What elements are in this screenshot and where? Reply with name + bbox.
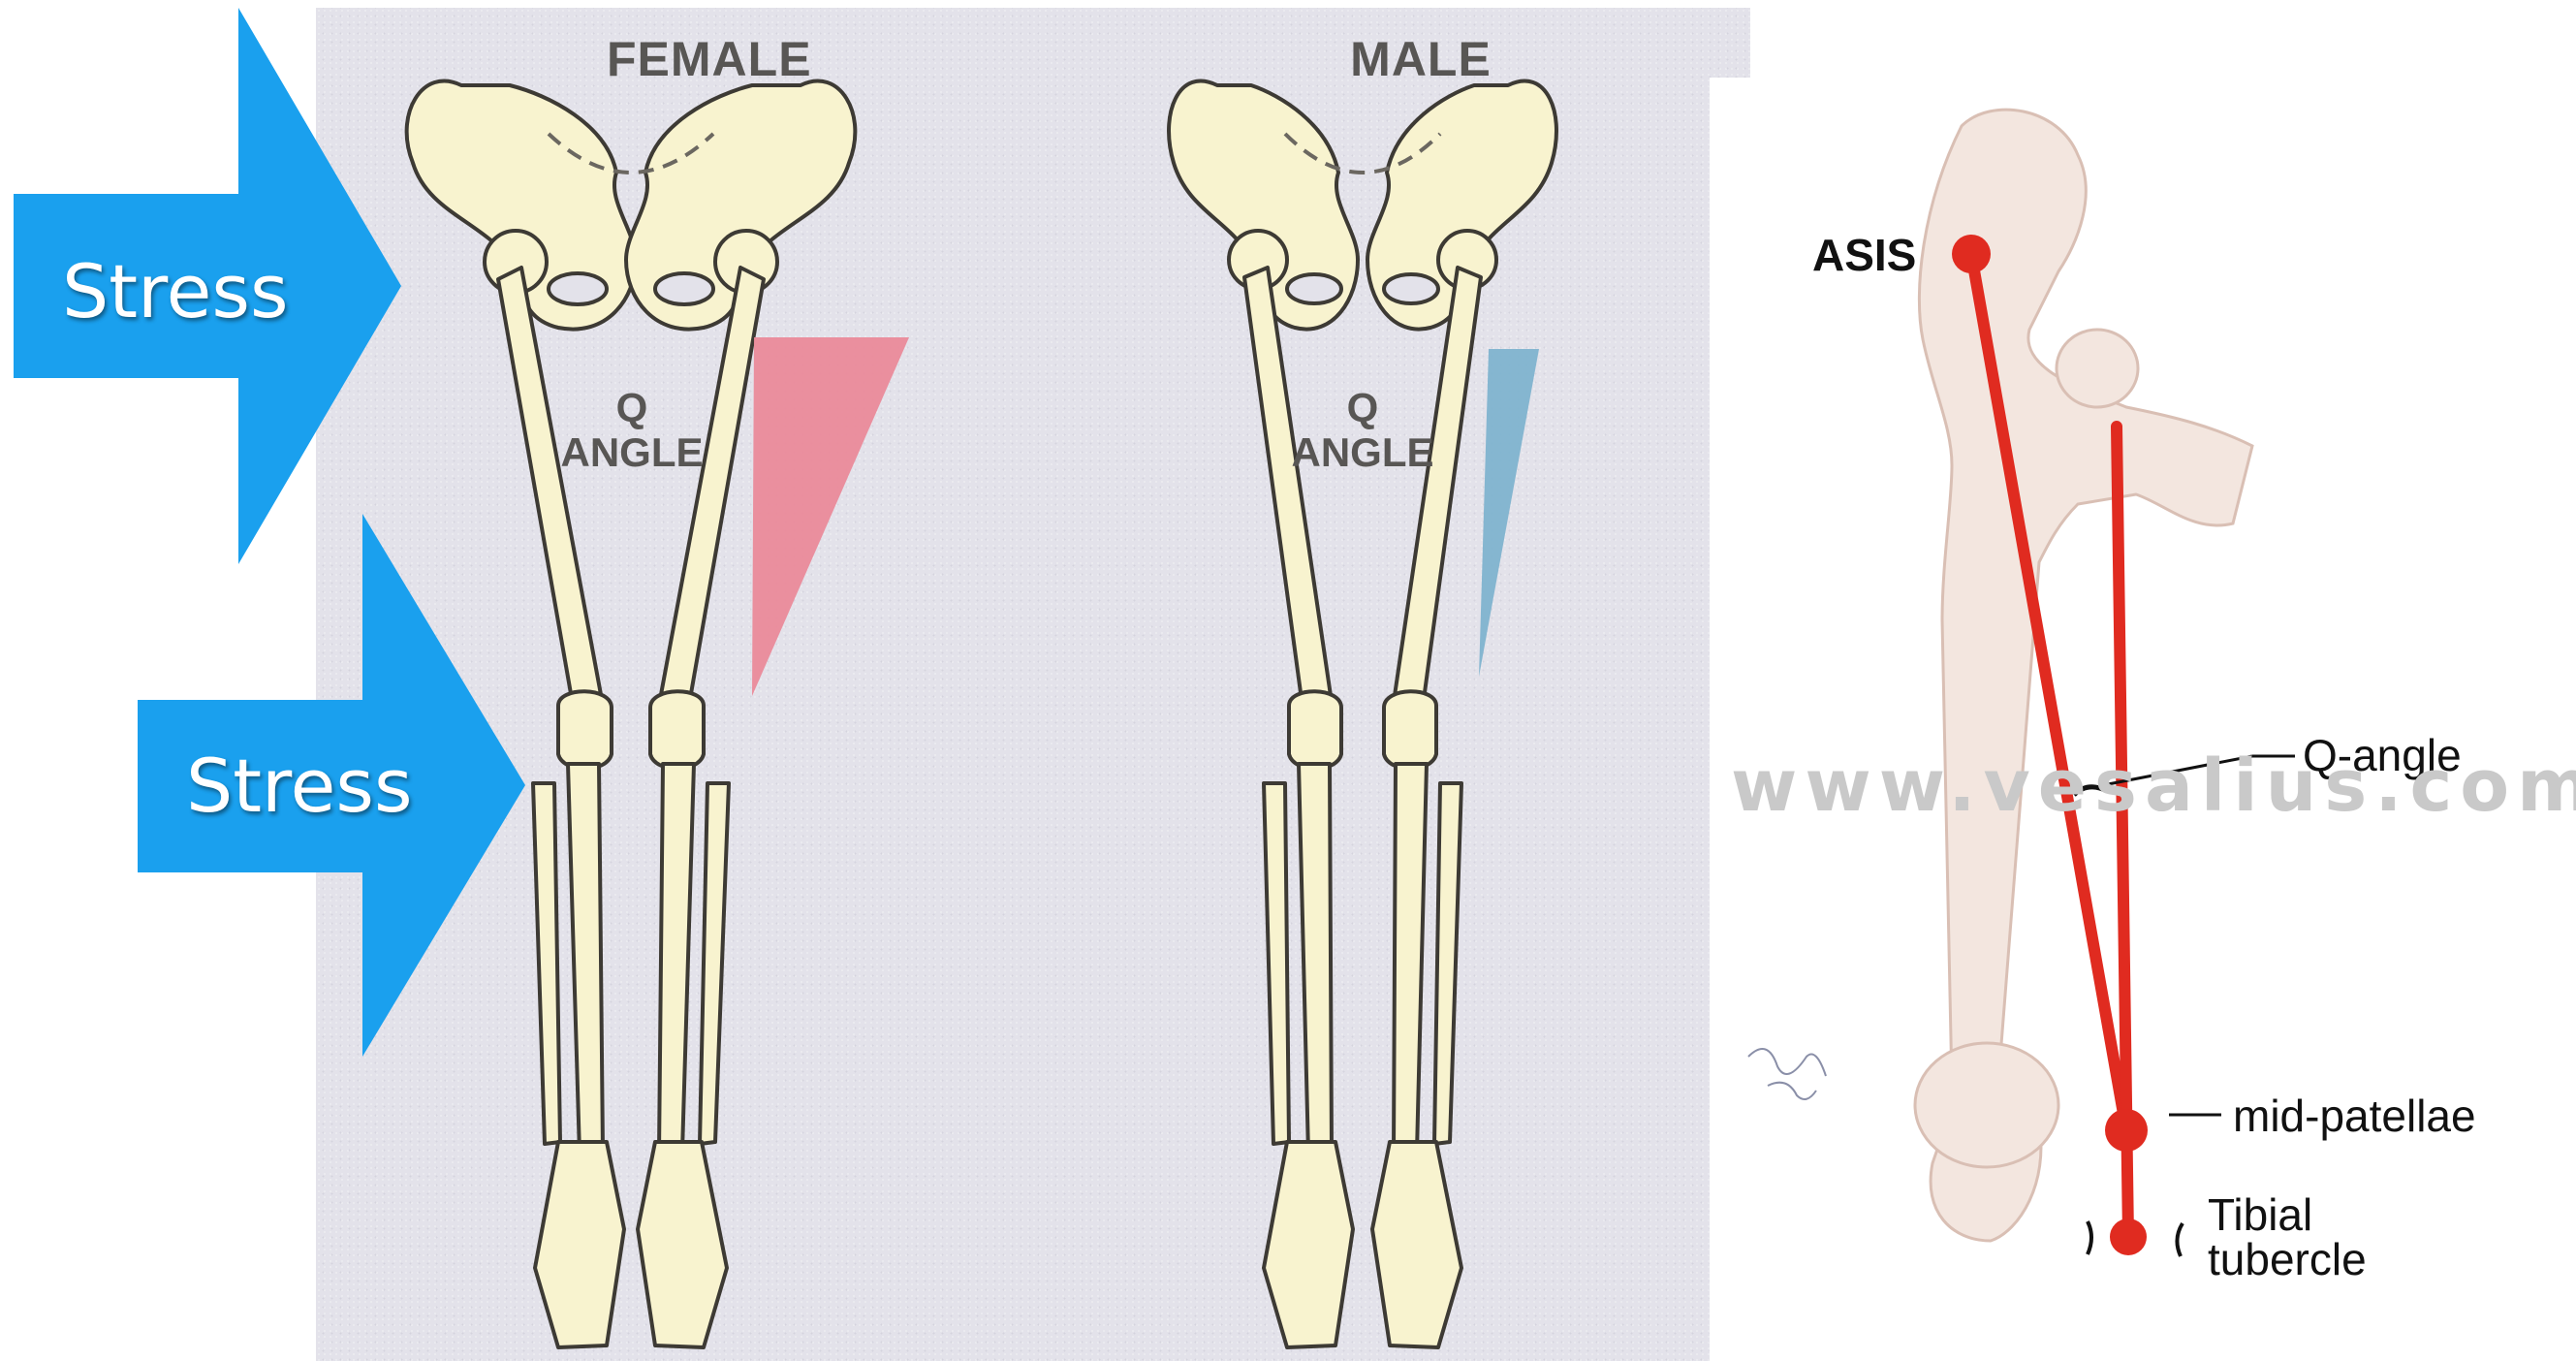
male-q-angle-wedge xyxy=(1479,349,1539,677)
stress-label-upper: Stress xyxy=(62,248,289,334)
tibial-tubercle-label: Tibial tubercle xyxy=(2208,1192,2367,1282)
legs-skeleton-illustration xyxy=(316,8,1750,1361)
tibial-tubercle-point xyxy=(2110,1219,2147,1255)
stress-arrow-lower: Stress xyxy=(138,514,525,1057)
mid-patellae-point xyxy=(2105,1109,2148,1152)
female-q-angle-label: Q ANGLE xyxy=(554,386,709,475)
stress-arrow-upper: Stress xyxy=(14,8,401,564)
femur-q-angle-panel: ASIS Q-angle mid-patellae Tibial tubercl… xyxy=(1710,78,2576,1361)
female-q-angle-wedge xyxy=(752,337,909,696)
skeleton-comparison-panel: FEMALE MALE Q ANGLE Q ANGLE xyxy=(316,8,1750,1361)
artist-signature xyxy=(1748,1049,1826,1099)
male-q-angle-label: Q ANGLE xyxy=(1285,386,1440,475)
stress-label-lower: Stress xyxy=(186,743,413,829)
mid-patellae-label: mid-patellae xyxy=(2233,1090,2476,1142)
watermark-text: www.vesalius.com xyxy=(1731,744,2576,828)
male-label: MALE xyxy=(1334,31,1508,87)
male-pelvis xyxy=(1169,80,1556,329)
female-label: FEMALE xyxy=(607,31,801,87)
female-pelvis xyxy=(407,80,856,329)
asis-label: ASIS xyxy=(1812,229,1916,281)
asis-point xyxy=(1952,235,1991,273)
